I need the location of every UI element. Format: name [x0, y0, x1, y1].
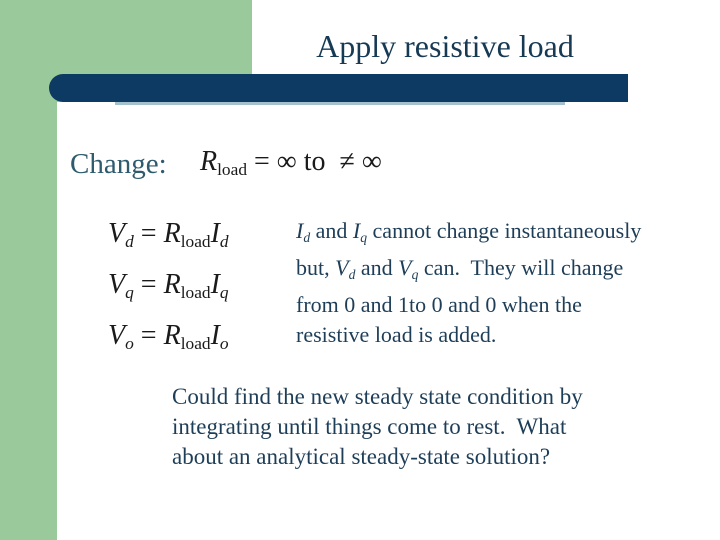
equals-sign: = — [133, 218, 164, 249]
equation-variable: V — [108, 218, 126, 249]
equals-sign: = — [133, 319, 164, 351]
title-bar-underline — [115, 102, 565, 105]
inline-variable: V — [398, 254, 412, 280]
equation-vo: Vo = RloadIo — [108, 314, 229, 365]
equation-subscript: o — [125, 333, 134, 353]
inline-subscript: d — [348, 266, 356, 282]
equation-variable: R — [200, 146, 218, 177]
body-line-4: resistive load is added. — [296, 321, 497, 347]
equation-subscript: load — [180, 333, 211, 353]
closing-paragraph: Could find the new steady state conditio… — [172, 382, 662, 472]
inline-variable: I — [296, 218, 304, 243]
equation-subscript: d — [219, 231, 229, 251]
equation-stack: Vd = RloadId Vq = RloadIq Vo = RloadIo — [108, 212, 229, 365]
change-label: Change: — [70, 148, 167, 180]
inline-subscript: d — [303, 229, 311, 245]
body-line-2: but, Vd and Vq can. They will change — [296, 253, 706, 290]
equation-variable: I — [210, 218, 220, 249]
title-bar — [49, 74, 628, 102]
equals-sign: = — [133, 268, 164, 300]
equation-tail: ≠ ∞ — [339, 146, 382, 177]
equation-vq: Vq = RloadIq — [108, 263, 229, 314]
slide-title: Apply resistive load — [316, 28, 574, 64]
equation-subscript: load — [180, 282, 211, 302]
body-text: cannot change instantaneously — [367, 218, 642, 243]
inline-subscript: q — [411, 266, 419, 282]
body-text: and — [355, 254, 399, 280]
equation-subscript: q — [125, 282, 134, 302]
closing-line-3: about an analytical steady-state solutio… — [172, 444, 551, 469]
equation-variable: I — [210, 268, 220, 300]
equation-variable: R — [163, 268, 181, 300]
equation-variable: V — [108, 319, 126, 351]
equation-variable: R — [163, 319, 181, 351]
inline-variable: V — [335, 254, 349, 280]
body-text: but, — [296, 254, 336, 280]
equation-variable: R — [163, 218, 181, 249]
closing-line-2: integrating until things come to rest. W… — [172, 414, 567, 439]
body-line-3: from 0 and 1to 0 and 0 when the — [296, 291, 582, 317]
body-paragraph: Id and Iq cannot change instantaneously … — [296, 216, 706, 350]
equation-subscript: load — [180, 231, 211, 251]
equation-subscript: q — [219, 282, 229, 302]
body-text: can. They will change — [418, 254, 624, 280]
equation-vd: Vd = RloadId — [108, 212, 229, 263]
equation-variable: I — [210, 319, 220, 351]
equation-subscript: load — [217, 159, 247, 179]
closing-line-1: Could find the new steady state conditio… — [172, 384, 583, 409]
change-equation: Rload = ∞ to ≠ ∞ — [200, 146, 382, 180]
body-text: and — [310, 218, 353, 243]
equation-variable: V — [108, 268, 126, 300]
equation-subscript: d — [125, 231, 134, 251]
inline-variable: I — [352, 218, 361, 243]
equation-middle: = ∞ to — [247, 146, 340, 177]
inline-subscript: q — [360, 229, 368, 245]
equation-subscript: o — [219, 333, 229, 353]
body-line-1: Id and Iq cannot change instantaneously — [296, 216, 706, 253]
